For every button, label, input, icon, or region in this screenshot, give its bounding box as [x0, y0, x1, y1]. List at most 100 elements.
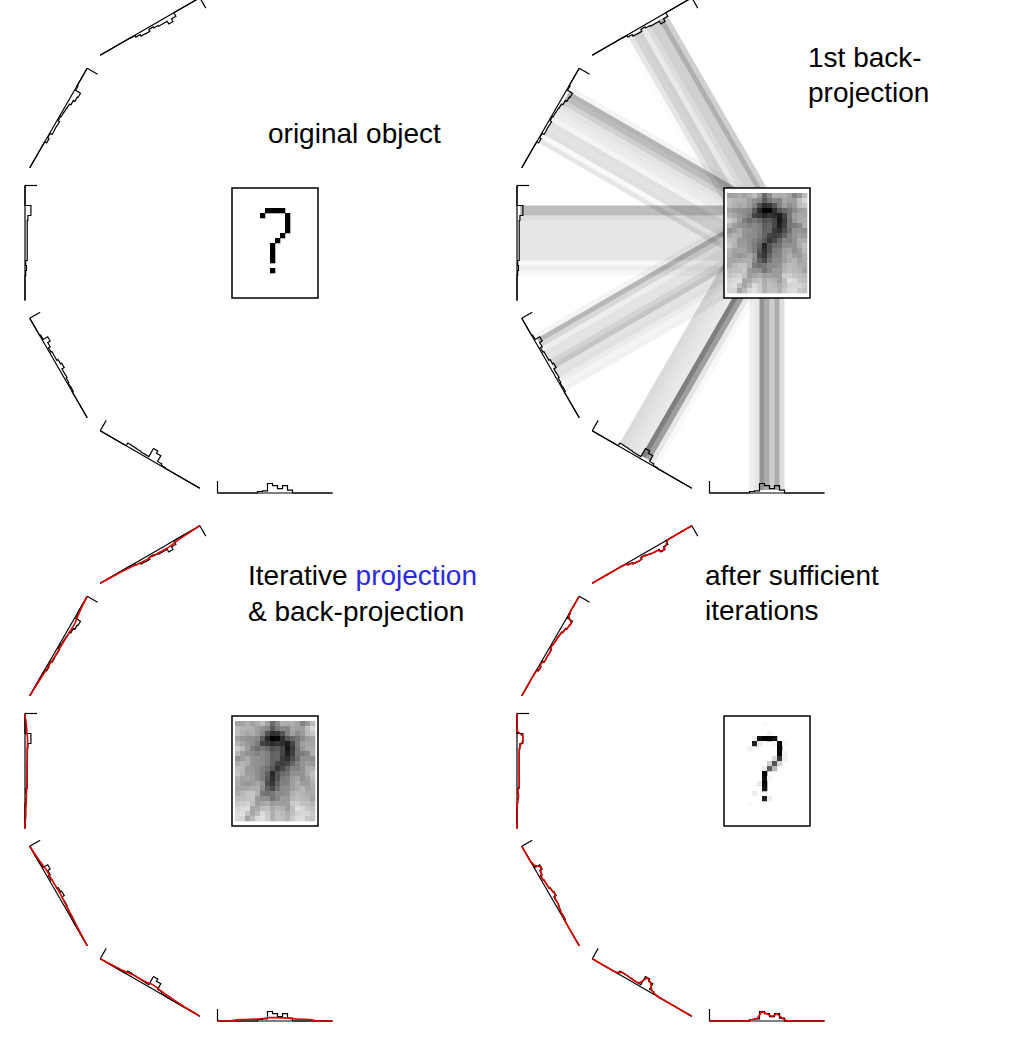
image-pixel	[802, 203, 807, 208]
image-pixel	[802, 273, 807, 278]
image-pixel	[300, 776, 305, 781]
image-pixel	[255, 816, 260, 821]
image-pixel	[772, 213, 777, 218]
image-pixel	[742, 268, 747, 273]
image-pixel	[747, 278, 752, 283]
image-pixel	[305, 771, 310, 776]
image-pixel	[802, 223, 807, 228]
image-pixel	[275, 801, 280, 806]
image-pixel	[240, 786, 245, 791]
image-pixel	[782, 243, 787, 248]
image-pixel	[275, 721, 280, 726]
image-pixel	[787, 193, 792, 198]
image-pixel	[782, 751, 787, 756]
image-pixel	[305, 776, 310, 781]
image-pixel	[772, 263, 777, 268]
image-pixel	[245, 781, 250, 786]
image-pixel	[762, 268, 767, 273]
image-pixel	[295, 776, 300, 781]
image-pixel	[280, 776, 285, 781]
image-pixel	[295, 726, 300, 731]
image-pixel	[727, 203, 732, 208]
image-pixel	[235, 756, 240, 761]
axis-tick	[522, 840, 532, 846]
image-pixel	[792, 288, 797, 293]
image-pixel	[255, 746, 260, 751]
image-pixel	[747, 268, 752, 273]
image-pixel	[285, 731, 290, 736]
projection-profile	[517, 186, 523, 301]
image-pixel	[727, 243, 732, 248]
image-pixel	[762, 283, 767, 288]
axis-tick	[87, 68, 97, 74]
image-pixel	[280, 726, 285, 731]
image-pixel	[255, 781, 260, 786]
image-pixel	[260, 746, 265, 751]
image-pixel	[787, 238, 792, 243]
image-pixel	[787, 278, 792, 283]
image-pixel	[245, 801, 250, 806]
image-pixel	[305, 731, 310, 736]
image-pixel	[802, 243, 807, 248]
image-pixel	[767, 288, 772, 293]
image-pixel	[245, 741, 250, 746]
image-pixel	[782, 253, 787, 258]
image-pixel	[762, 258, 767, 263]
image-pixel	[772, 253, 777, 258]
image-pixel	[300, 801, 305, 806]
image-pixel	[310, 761, 315, 766]
image-pixel	[260, 771, 265, 776]
image-pixel	[265, 816, 270, 821]
image-pixel	[235, 726, 240, 731]
projection-profile	[592, 0, 692, 55]
image-pixel	[265, 801, 270, 806]
image-pixel	[767, 736, 772, 741]
image-pixel	[235, 776, 240, 781]
image-pixel	[300, 806, 305, 811]
image-pixel	[757, 268, 762, 273]
image-pixel	[782, 278, 787, 283]
image-pixel	[240, 741, 245, 746]
axis-tick	[30, 312, 40, 318]
image-pixel	[787, 288, 792, 293]
image-pixel	[235, 781, 240, 786]
projection-profile	[522, 318, 580, 418]
image-pixel	[255, 806, 260, 811]
image-pixel	[797, 223, 802, 228]
image-pixel	[240, 811, 245, 816]
image-pixel	[767, 243, 772, 248]
image-pixel	[727, 268, 732, 273]
image-pixel	[280, 816, 285, 821]
axis-tick	[592, 420, 598, 430]
image-pixel	[290, 796, 295, 801]
projection-profile	[100, 431, 200, 489]
image-pixel	[255, 751, 260, 756]
image-pixel	[742, 238, 747, 243]
reprojection-curve	[522, 846, 580, 946]
image-pixel	[792, 233, 797, 238]
image-pixel	[742, 223, 747, 228]
image-pixel	[280, 806, 285, 811]
image-pixel	[280, 731, 285, 736]
image-pixel	[792, 198, 797, 203]
image-pixel	[737, 218, 742, 223]
back-projection-ray	[641, 28, 769, 245]
image-pixel	[797, 208, 802, 213]
image-pixel	[245, 806, 250, 811]
image-pixel	[270, 208, 275, 213]
image-pixel	[747, 746, 752, 751]
image-pixel	[295, 791, 300, 796]
image-pixel	[732, 273, 737, 278]
image-pixel	[300, 786, 305, 791]
image-pixel	[727, 253, 732, 258]
reprojection-curve	[592, 959, 692, 1017]
image-pixel	[767, 208, 772, 213]
image-pixel	[280, 233, 285, 238]
image-pixel	[742, 198, 747, 203]
image-pixel	[305, 791, 310, 796]
image-pixel	[300, 816, 305, 821]
image-pixel	[285, 218, 290, 223]
image-pixel	[732, 263, 737, 268]
image-pixel	[752, 741, 757, 746]
image-pixel	[777, 751, 782, 756]
